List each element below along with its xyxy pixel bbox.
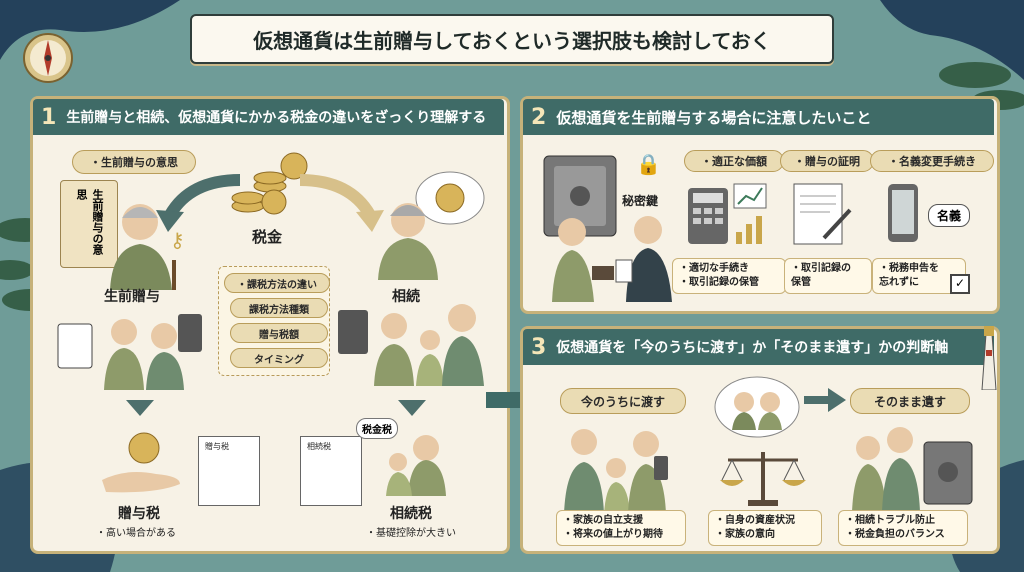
inherit-tax-doc-title: 相続税 <box>307 442 331 451</box>
phone-icon <box>888 184 918 242</box>
judgement-note: ・自身の資産状況 ・家族の意向 <box>708 510 822 546</box>
elderly-woman-heir <box>378 203 438 280</box>
scroll-text: 生前贈与の意思 <box>75 189 104 255</box>
record-note-line-1: ・取引記録の <box>791 263 851 274</box>
balance-scale-icon <box>720 452 806 506</box>
tax-return-note-line-1: ・税務申告を <box>879 263 939 274</box>
procedure-note: ・適切な手続き ・取引記録の保管 <box>672 258 786 294</box>
difference-item-1: ・課税方法の違い <box>224 273 330 293</box>
arrow-to-inherit-tax <box>398 400 426 416</box>
elderly-man-giver <box>110 204 176 290</box>
tax-return-note-line-2: 忘れずに <box>879 277 919 288</box>
gift-tax-document: 贈与税 <box>198 436 260 506</box>
couple-with-safe <box>852 427 973 512</box>
section1-header: 1 生前贈与と相続、仮想通貨にかかる税金の違いをざっくり理解する <box>33 99 504 135</box>
secret-key-label: 秘密鍵 <box>622 194 659 208</box>
give-now-note-line-2: ・将来の値上がり期待 <box>563 529 663 540</box>
section3-number: 3 <box>531 334 547 360</box>
calculator-chart-icon <box>688 183 767 244</box>
section2-header: 2 仮想通貨を生前贈与する場合に注意したいこと <box>523 99 994 135</box>
section2-number: 2 <box>531 104 547 130</box>
leave-note-line-1: ・相続トラブル防止 <box>845 515 935 526</box>
thought-bubble <box>415 171 485 225</box>
inherit-tax-label: 相続税 <box>390 506 432 522</box>
elderly-couple-bubble <box>714 376 800 438</box>
decision-arrow <box>804 388 846 412</box>
coins-stack <box>231 152 308 215</box>
gift-tax-label: 贈与税 <box>118 506 160 522</box>
difference-item-2: 課税方法種類 <box>230 298 328 318</box>
inheritance-label: 相続 <box>392 289 420 305</box>
section3-heading: 仮想通貨を「今のうちに渡す」か「そのまま遺す」かの判断軸 <box>556 340 949 356</box>
handover-people <box>552 216 672 302</box>
leave-note: ・相続トラブル防止 ・税金負担のバランス <box>838 510 968 546</box>
certificate-pen-icon <box>793 183 852 245</box>
key-icon: ⚷ <box>170 228 185 252</box>
judgement-note-line-2: ・家族の意向 <box>715 529 775 540</box>
compass-icon <box>22 32 74 84</box>
family-right <box>338 304 484 386</box>
record-note: ・取引記録の 保管 <box>784 258 872 294</box>
gift-proof-pill: ・贈与の証明 <box>780 150 874 172</box>
hand-with-coin <box>102 432 180 493</box>
procedure-note-line-2: ・取引記録の保管 <box>679 277 759 288</box>
page-title: 仮想通貨は生前贈与しておくという選択肢も検討しておく <box>190 14 834 64</box>
gift-tax-doc-title: 贈与税 <box>205 442 229 451</box>
scroll-document: 生前贈与の意思 <box>60 180 118 268</box>
give-now-note-line-1: ・家族の自立支援 <box>563 515 643 526</box>
give-now-pill: 今のうちに渡す <box>560 388 686 414</box>
fair-value-pill: ・適正な価額 <box>684 150 784 172</box>
elderly-family <box>386 435 446 496</box>
leave-as-is-pill: そのまま遺す <box>850 388 970 414</box>
arrow-to-gift-tax <box>126 400 154 416</box>
flow-arrows <box>156 174 384 232</box>
difference-item-3: 贈与税額 <box>230 323 328 343</box>
procedure-note-line-1: ・適切な手続き <box>679 263 749 274</box>
leave-note-line-2: ・税金負担のバランス <box>845 529 945 540</box>
checkbox-icon: ✓ <box>950 274 970 294</box>
tax-label: 税金 <box>252 228 283 246</box>
name-change-pill: ・名義変更手続き <box>870 150 994 172</box>
gift-intent-pill: ・生前贈与の意思 <box>72 150 196 174</box>
gift-tax-note: ・高い場合がある <box>96 528 176 539</box>
give-now-note: ・家族の自立支援 ・将来の値上がり期待 <box>556 510 686 546</box>
judgement-note-line-1: ・自身の資産状況 <box>715 515 795 526</box>
section3-header: 3 仮想通貨を「今のうちに渡す」か「そのまま遺す」かの判断軸 <box>523 329 994 365</box>
section1-heading: 生前贈与と相続、仮想通貨にかかる税金の違いをざっくり理解する <box>66 110 487 126</box>
inherit-tax-note: ・基礎控除が大きい <box>366 528 456 539</box>
difference-item-4: タイミング <box>230 348 328 368</box>
young-family <box>564 429 668 514</box>
gift-label: 生前贈与 <box>104 289 160 305</box>
inherit-tax-document: 相続税 <box>300 436 362 506</box>
name-tag: 名義 <box>928 204 971 227</box>
lighthouse-icon <box>981 326 997 390</box>
record-note-line-2: 保管 <box>791 277 811 288</box>
tax-speech-bubble: 税金税 <box>356 418 398 439</box>
section1-number: 1 <box>41 104 57 130</box>
family-left <box>57 314 202 390</box>
lock-icon: 🔒 <box>636 152 661 176</box>
section2-heading: 仮想通貨を生前贈与する場合に注意したいこと <box>556 108 872 127</box>
